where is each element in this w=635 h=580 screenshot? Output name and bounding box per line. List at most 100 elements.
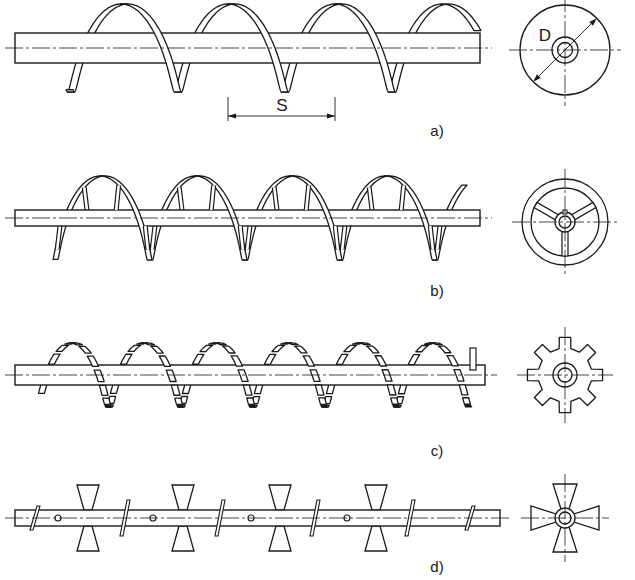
spoke (116, 185, 118, 210)
screw-flight (272, 345, 285, 351)
spoke-outline (437, 226, 440, 249)
screw-flight (66, 90, 74, 92)
center-line (512, 222, 618, 223)
paddle-shaft (5, 485, 512, 551)
screw-flight (375, 356, 386, 366)
screw-flight (438, 346, 450, 353)
center-line (5, 48, 492, 49)
screw-flight (103, 398, 111, 404)
screw-flight (321, 406, 328, 407)
spoke-outline (401, 185, 403, 210)
spoke-outline (57, 226, 60, 249)
screw-flight (382, 370, 392, 381)
spoke-outline (369, 187, 372, 210)
paddle (365, 485, 387, 510)
screw-flight (391, 398, 399, 404)
extension-line (228, 97, 229, 121)
center-line (565, 474, 566, 562)
ribbon-screw (5, 176, 492, 260)
dimension-symbol: D (539, 27, 551, 44)
screw-flight (200, 345, 213, 351)
spoke-outline (84, 187, 87, 210)
spoke-outline (335, 226, 338, 250)
end-tab (470, 348, 476, 370)
spoke (84, 187, 87, 210)
center-line (5, 218, 492, 219)
figure-letter: a) (430, 123, 443, 138)
solid-screw (5, 4, 492, 92)
spoke-outline (116, 185, 118, 210)
screw-flight (178, 405, 185, 407)
center-line (565, 327, 566, 423)
screw-flight (367, 346, 379, 353)
dimension-line (228, 116, 335, 117)
spoke (57, 226, 60, 249)
screw-flight (303, 356, 314, 366)
paddle (269, 485, 291, 510)
paddle (172, 485, 194, 510)
spoke (152, 226, 155, 249)
screw-flight (441, 4, 481, 31)
pitch-dimension (228, 97, 335, 121)
figure-letter: b) (430, 283, 443, 298)
screw-flight (416, 345, 429, 351)
screw-flight (387, 385, 396, 395)
screw-flight (56, 345, 69, 351)
arrow-head (589, 18, 596, 25)
screw-flight (48, 354, 60, 364)
screw-flight (315, 385, 324, 395)
spoke (571, 202, 596, 220)
spoke (247, 226, 250, 249)
spoke (179, 187, 182, 210)
screw-flight (166, 370, 176, 381)
screw-flight (249, 406, 256, 407)
spoke (401, 185, 403, 210)
screw-flight (238, 370, 248, 381)
screw-flight (128, 345, 141, 351)
arrow-head (327, 113, 335, 118)
paddle (77, 485, 99, 510)
spoke (369, 187, 372, 210)
figure-letter: d) (430, 559, 443, 574)
screw-flight (393, 406, 400, 407)
cut-flight-screw (5, 343, 497, 407)
screw-flight (99, 385, 108, 395)
screw-flight (213, 343, 226, 345)
spoke-outline (274, 187, 277, 210)
center-line (5, 518, 512, 519)
spoke (306, 185, 308, 210)
screw-flight (336, 354, 348, 364)
arrow-head (533, 74, 540, 81)
spoke-outline (179, 187, 182, 210)
screw-flight (264, 354, 276, 364)
arrow-head (228, 113, 236, 118)
screw-flight (231, 356, 242, 366)
paddle (77, 526, 99, 551)
screw-flight (408, 355, 420, 365)
spoke-outline (306, 185, 308, 210)
screw-flight (105, 406, 112, 407)
paddle (365, 526, 387, 551)
center-line (565, 169, 566, 275)
screw-flight (459, 385, 468, 395)
screw-flight (192, 354, 204, 364)
spoke (534, 202, 559, 220)
screw-flight (177, 406, 184, 407)
screw-flight (285, 343, 298, 345)
paddle (172, 526, 194, 551)
spoke-outline (152, 226, 155, 249)
screw-flight (151, 346, 163, 353)
center-line (565, 0, 566, 106)
screw-flight (70, 343, 83, 345)
end-view-center-lines (509, 0, 621, 562)
screw-flight (319, 398, 327, 404)
screw-flight (94, 370, 104, 381)
spoke-outline (342, 226, 345, 249)
spoke (335, 226, 338, 250)
screw-flight (79, 346, 91, 353)
center-line (5, 375, 497, 376)
